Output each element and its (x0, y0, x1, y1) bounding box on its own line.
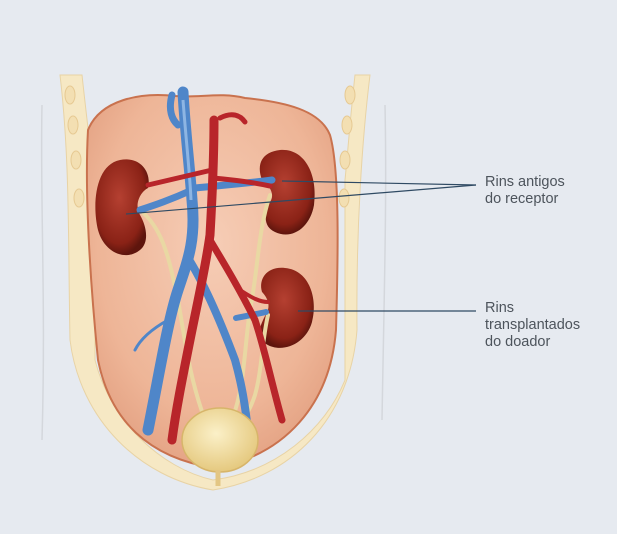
leader-line-old-right (281, 180, 477, 186)
body-outline-right (381, 104, 387, 421)
leader-lines (125, 180, 477, 312)
rim-segments (64, 85, 356, 208)
transplanted-kidney-label: Rins transplantados do doador (485, 300, 580, 351)
arteries (145, 112, 286, 445)
old-kidneys-label-line1: Rins antigos (485, 174, 565, 190)
old-kidneys-label: Rins antigos do receptor (485, 174, 565, 208)
old-kidneys-label-line2: do receptor (485, 191, 559, 207)
transplanted-kidney (259, 267, 314, 348)
old-kidney-left (95, 159, 149, 256)
old-kidney-right (259, 149, 315, 235)
vein-highlight (181, 99, 193, 201)
transplanted-kidney-label-line3: do doador (485, 334, 551, 350)
bladder (181, 407, 259, 473)
body-outline-left (40, 104, 45, 441)
transplanted-kidney-label-line1: Rins (485, 300, 515, 316)
leader-line-old-left (125, 184, 477, 215)
transplanted-kidney-label-line2: transplantados (485, 317, 581, 333)
